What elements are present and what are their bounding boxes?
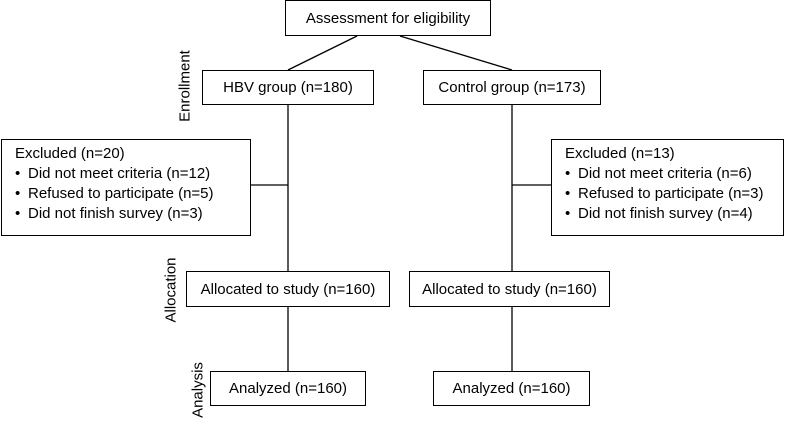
assessment-box: Assessment for eligibility bbox=[285, 0, 491, 36]
exclusion-reason: Refused to participate (n=3) bbox=[565, 184, 783, 204]
stage-label-analysis: Analysis bbox=[189, 362, 207, 418]
exclusion-reason: Did not meet criteria (n=12) bbox=[15, 164, 250, 184]
right-allocated-label: Allocated to study (n=160) bbox=[422, 280, 597, 298]
exclusion-reason: Refused to participate (n=5) bbox=[15, 184, 250, 204]
left-excluded-title: Excluded (n=20) bbox=[15, 145, 125, 162]
right-analyzed-label: Analyzed (n=160) bbox=[452, 380, 571, 397]
hbv-group-label: HBV group (n=180) bbox=[223, 79, 353, 96]
exclusion-reason: Did not finish survey (n=3) bbox=[15, 204, 250, 224]
exclusion-reason: Did not finish survey (n=4) bbox=[565, 204, 783, 224]
connector-assessment-to-control bbox=[399, 35, 513, 71]
stage-label-allocation: Allocation bbox=[162, 257, 180, 323]
control-group-box: Control group (n=173) bbox=[423, 70, 601, 105]
right-excluded-title: Excluded (n=13) bbox=[565, 145, 675, 162]
left-analyzed-box: Analyzed (n=160) bbox=[210, 371, 366, 406]
stage-label-enrollment: Enrollment bbox=[176, 50, 194, 122]
right-allocated-box: Allocated to study (n=160) bbox=[409, 271, 610, 307]
left-exclusion-reasons: Did not meet criteria (n=12) Refused to … bbox=[15, 164, 250, 224]
assessment-label: Assessment for eligibility bbox=[305, 9, 471, 27]
connector-assessment-to-hbv bbox=[287, 35, 358, 71]
left-allocated-label: Allocated to study (n=160) bbox=[200, 280, 376, 298]
right-exclusion-reasons: Did not meet criteria (n=6) Refused to p… bbox=[565, 164, 783, 224]
right-excluded-box: Excluded (n=13) Did not meet criteria (n… bbox=[551, 139, 784, 236]
left-analyzed-label: Analyzed (n=160) bbox=[229, 380, 347, 397]
left-excluded-box: Excluded (n=20) Did not meet criteria (n… bbox=[1, 139, 251, 236]
control-group-label: Control group (n=173) bbox=[438, 79, 586, 96]
exclusion-reason: Did not meet criteria (n=6) bbox=[565, 164, 783, 184]
left-allocated-box: Allocated to study (n=160) bbox=[186, 271, 390, 307]
right-analyzed-box: Analyzed (n=160) bbox=[433, 371, 590, 406]
hbv-group-box: HBV group (n=180) bbox=[202, 70, 374, 105]
